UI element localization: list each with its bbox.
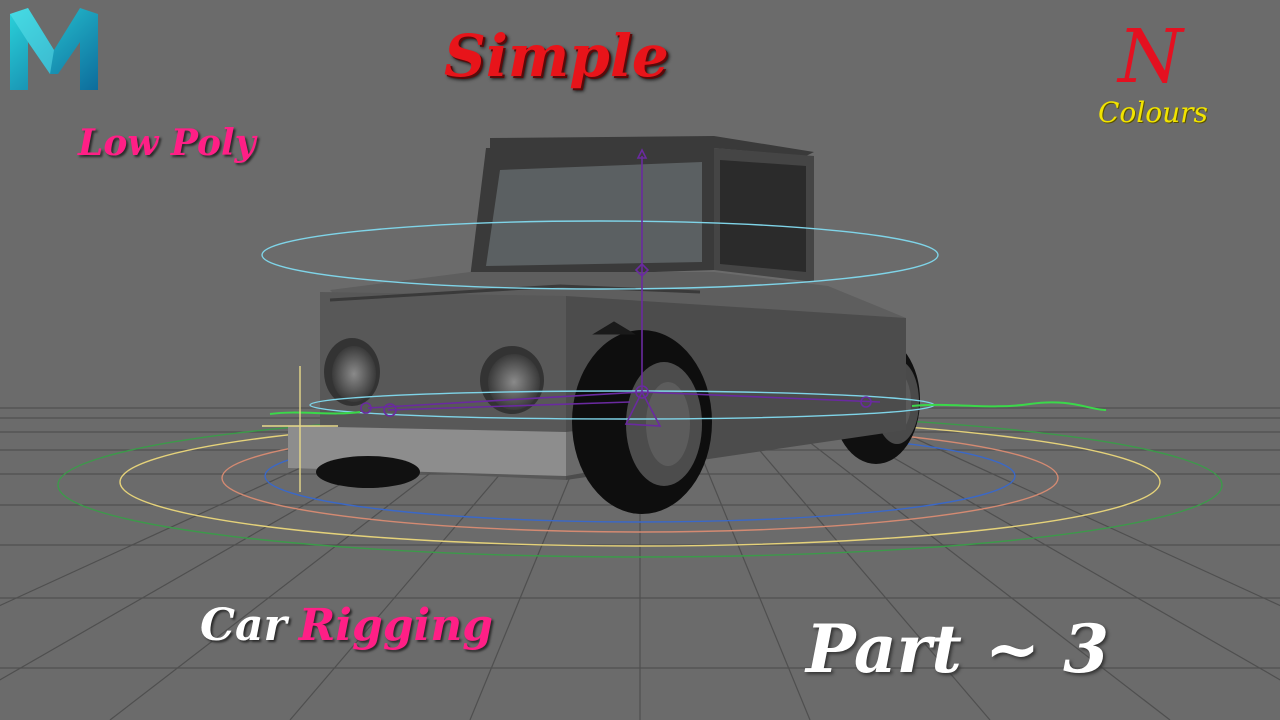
caption-car: Car: [200, 600, 287, 651]
part-label: Part ~ 3: [806, 610, 1110, 688]
brand-logo-icon: N: [1118, 14, 1183, 100]
title-simple: Simple: [444, 22, 669, 90]
caption-rigging: Rigging: [298, 600, 494, 651]
brand-word: Colours: [1098, 96, 1208, 129]
subtitle-low-poly: Low Poly: [78, 122, 256, 164]
maya-logo-icon: [10, 8, 98, 90]
rig-controls[interactable]: [261, 148, 1107, 492]
